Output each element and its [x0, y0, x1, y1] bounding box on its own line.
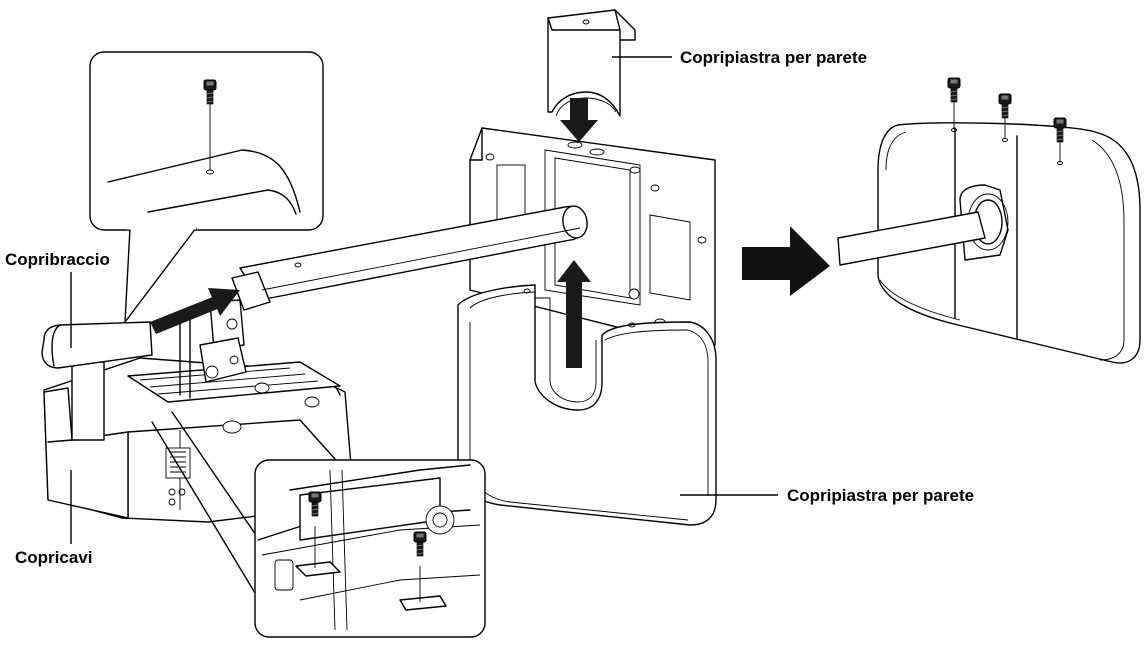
up-arrow-icon	[557, 260, 591, 368]
label-wall-plate-cover-top: Copripiastra per parete	[680, 48, 867, 67]
label-arm-cover: Copribraccio	[5, 250, 110, 269]
label-wall-plate-cover-bottom: Copripiastra per parete	[787, 486, 974, 505]
arm-tube	[231, 205, 588, 311]
bolt-detail-callout	[151, 411, 486, 638]
label-cable-cover: Copricavi	[15, 548, 92, 567]
assembled-cover	[837, 77, 1141, 364]
insert-arrow-icon	[150, 288, 240, 334]
cable-cover	[43, 387, 129, 519]
projector-vent	[170, 451, 186, 473]
wall-plate-cover-top	[547, 9, 636, 117]
bolt-detail-content	[257, 464, 481, 631]
right-arrow-icon	[742, 226, 830, 296]
arm-joint	[179, 299, 247, 399]
down-arrow-icon	[560, 98, 598, 142]
screw-detail-callout	[89, 51, 324, 323]
arm-cover	[41, 321, 153, 441]
wall-plate-cover-bottom	[457, 284, 717, 526]
